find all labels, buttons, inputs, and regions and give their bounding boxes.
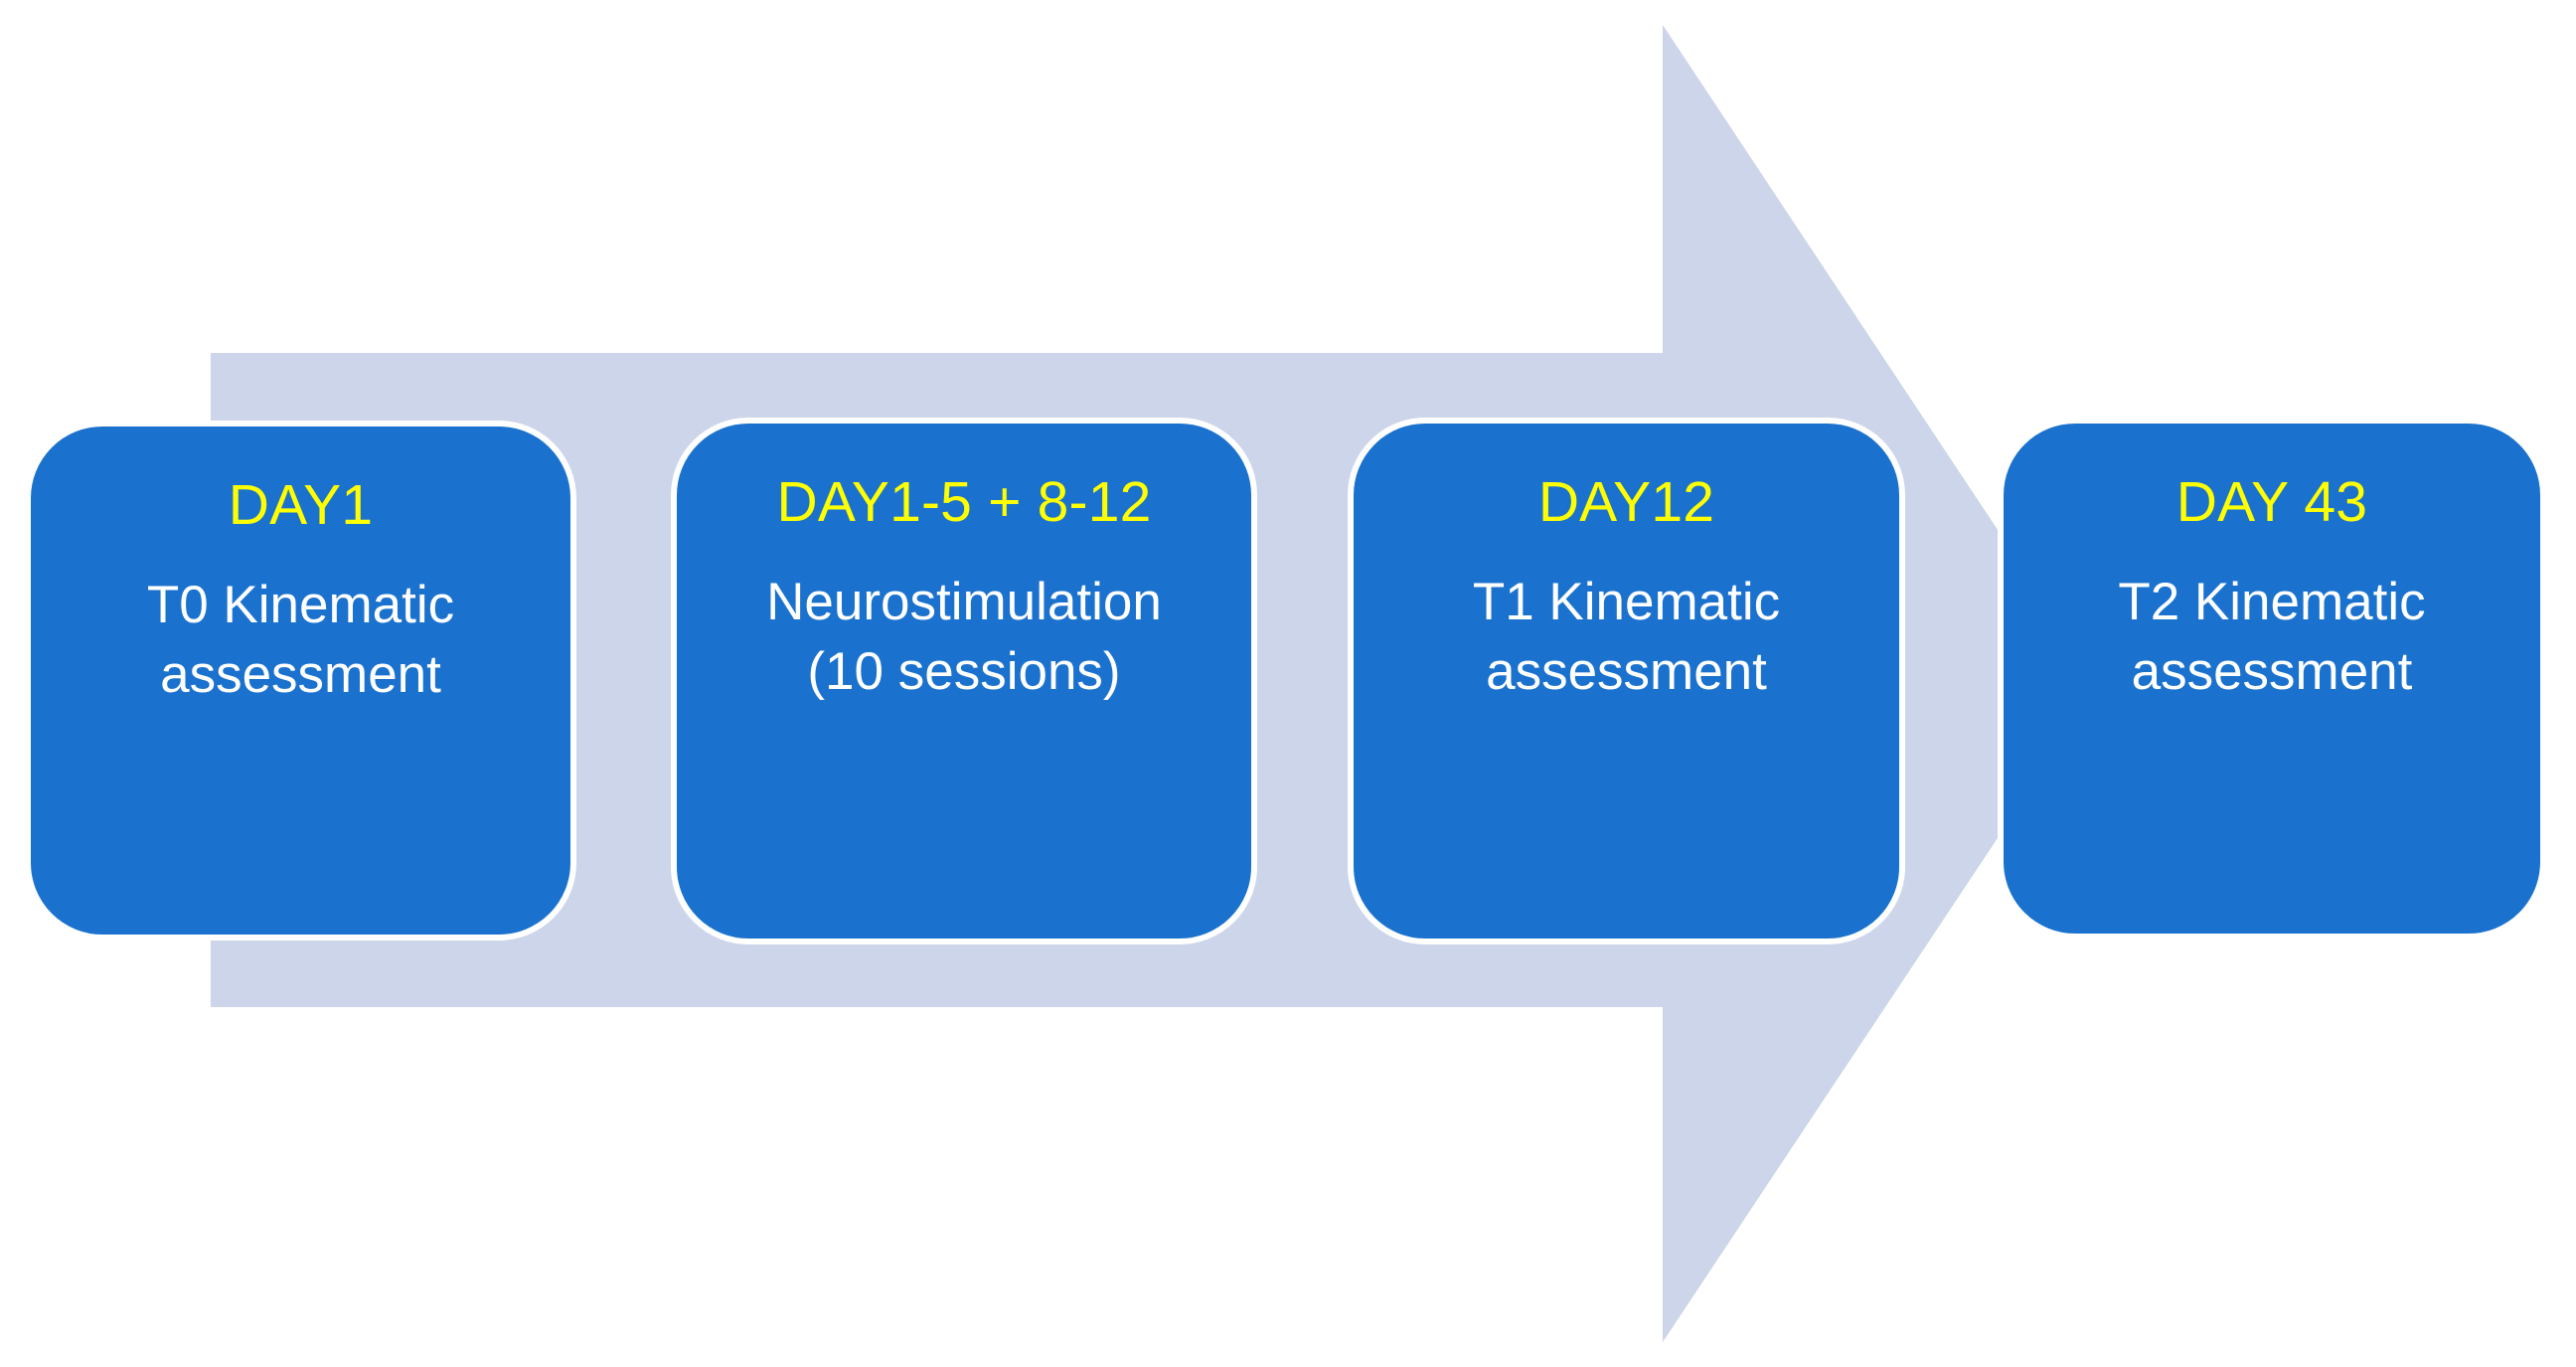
stage-3-description-line-2: assessment	[1473, 637, 1780, 707]
stage-box-1[interactable]: DAY1 T0 Kinematic assessment	[25, 421, 576, 940]
stage-4-description: T2 Kinematic assessment	[2100, 568, 2443, 707]
stage-1-day-label: DAY1	[229, 472, 373, 539]
stage-4-day-label: DAY 43	[2176, 469, 2367, 536]
stage-1-description-line-1: T0 Kinematic	[147, 571, 454, 640]
stage-box-3[interactable]: DAY12 T1 Kinematic assessment	[1348, 418, 1905, 944]
stage-1-description: T0 Kinematic assessment	[129, 571, 472, 710]
stage-3-description: T1 Kinematic assessment	[1455, 568, 1798, 707]
stage-4-description-line-2: assessment	[2118, 637, 2425, 707]
stage-4-description-line-1: T2 Kinematic	[2118, 568, 2425, 637]
stage-box-4[interactable]: DAY 43 T2 Kinematic assessment	[1998, 418, 2546, 940]
stage-2-description-line-2: (10 sessions)	[766, 637, 1162, 707]
stage-2-description: Neurostimulation (10 sessions)	[748, 568, 1180, 707]
stage-3-description-line-1: T1 Kinematic	[1473, 568, 1780, 637]
stage-1-description-line-2: assessment	[147, 640, 454, 710]
stage-3-day-label: DAY12	[1538, 469, 1714, 536]
stage-2-description-line-1: Neurostimulation	[766, 568, 1162, 637]
stage-box-2[interactable]: DAY1-5 + 8-12 Neurostimulation (10 sessi…	[671, 418, 1257, 944]
stage-2-day-label: DAY1-5 + 8-12	[777, 469, 1152, 536]
